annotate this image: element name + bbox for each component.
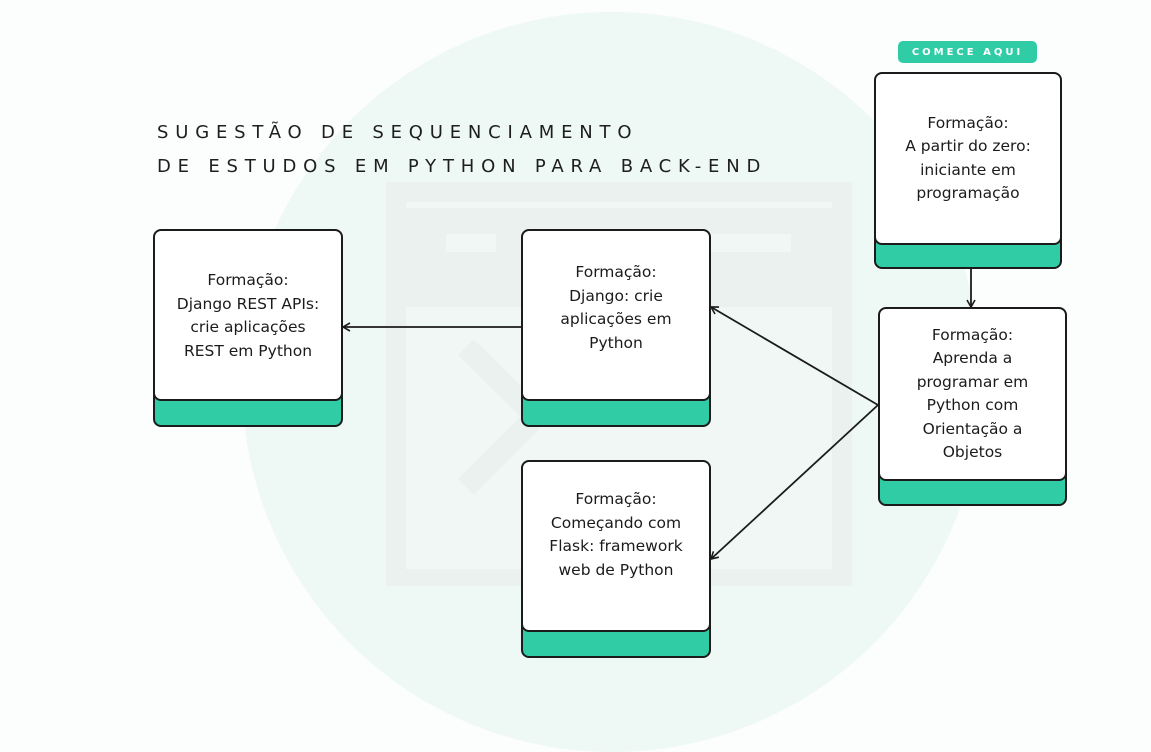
node-formacao-oo[interactable]: Formação: Aprenda a programar em Python … — [878, 307, 1067, 506]
node-label: Python — [589, 333, 643, 352]
node-label: programação — [916, 184, 1020, 202]
page-title: SUGESTÃO DE SEQUENCIAMENTO DE ESTUDOS EM… — [157, 116, 767, 184]
node-label: web de Python — [558, 560, 674, 579]
node-label: Django REST APIs: — [176, 294, 320, 313]
node-label: Formação: — [207, 271, 289, 289]
node-card: Formação: Aprenda a programar em Python … — [878, 307, 1067, 481]
node-card: Formação: Começando com Flask: framework… — [521, 460, 711, 632]
node-formacao-flask[interactable]: Formação: Começando com Flask: framework… — [521, 460, 711, 658]
node-formacao-django[interactable]: Formação: Django: crie aplicações em Pyt… — [521, 229, 711, 427]
node-label: crie aplicações — [190, 318, 306, 336]
node-card: Formação: A partir do zero: iniciante em… — [874, 72, 1062, 245]
node-label: A partir do zero: — [905, 137, 1031, 155]
start-here-badge: COMECE AQUI — [898, 41, 1037, 63]
arrow-oo-to-flask — [709, 404, 879, 561]
title-line-1: SUGESTÃO DE SEQUENCIAMENTO — [157, 122, 639, 143]
node-label: programar em — [916, 372, 1029, 391]
node-label: aplicações em — [560, 310, 672, 328]
node-label: Começando com — [550, 513, 682, 532]
connector-arrows — [341, 268, 976, 561]
node-label: Flask: framework — [549, 537, 683, 555]
node-card: Formação: Django: crie aplicações em Pyt… — [521, 229, 711, 401]
node-card: Formação: Django REST APIs: crie aplicaç… — [153, 229, 343, 401]
arrow-oo-to-django — [709, 306, 879, 406]
node-label: Aprenda a — [932, 349, 1013, 367]
node-formacao-django-rest[interactable]: Formação: Django REST APIs: crie aplicaç… — [153, 229, 343, 427]
node-label: Formação: — [927, 113, 1009, 132]
node-label: iniciante em — [920, 160, 1016, 179]
node-label: Orientação a — [922, 419, 1023, 438]
node-label: REST em Python — [183, 341, 313, 360]
node-formacao-zero[interactable]: Formação: A partir do zero: iniciante em… — [874, 72, 1062, 269]
node-label: Formação: — [575, 263, 657, 281]
node-label: Python com — [926, 396, 1019, 414]
node-label: Formação: — [931, 325, 1014, 344]
node-label: Formação: — [575, 490, 657, 508]
node-label: Objetos — [942, 443, 1003, 461]
node-label: Django: crie — [569, 286, 663, 305]
title-line-2: DE ESTUDOS EM PYTHON PARA BACK-END — [157, 156, 768, 177]
